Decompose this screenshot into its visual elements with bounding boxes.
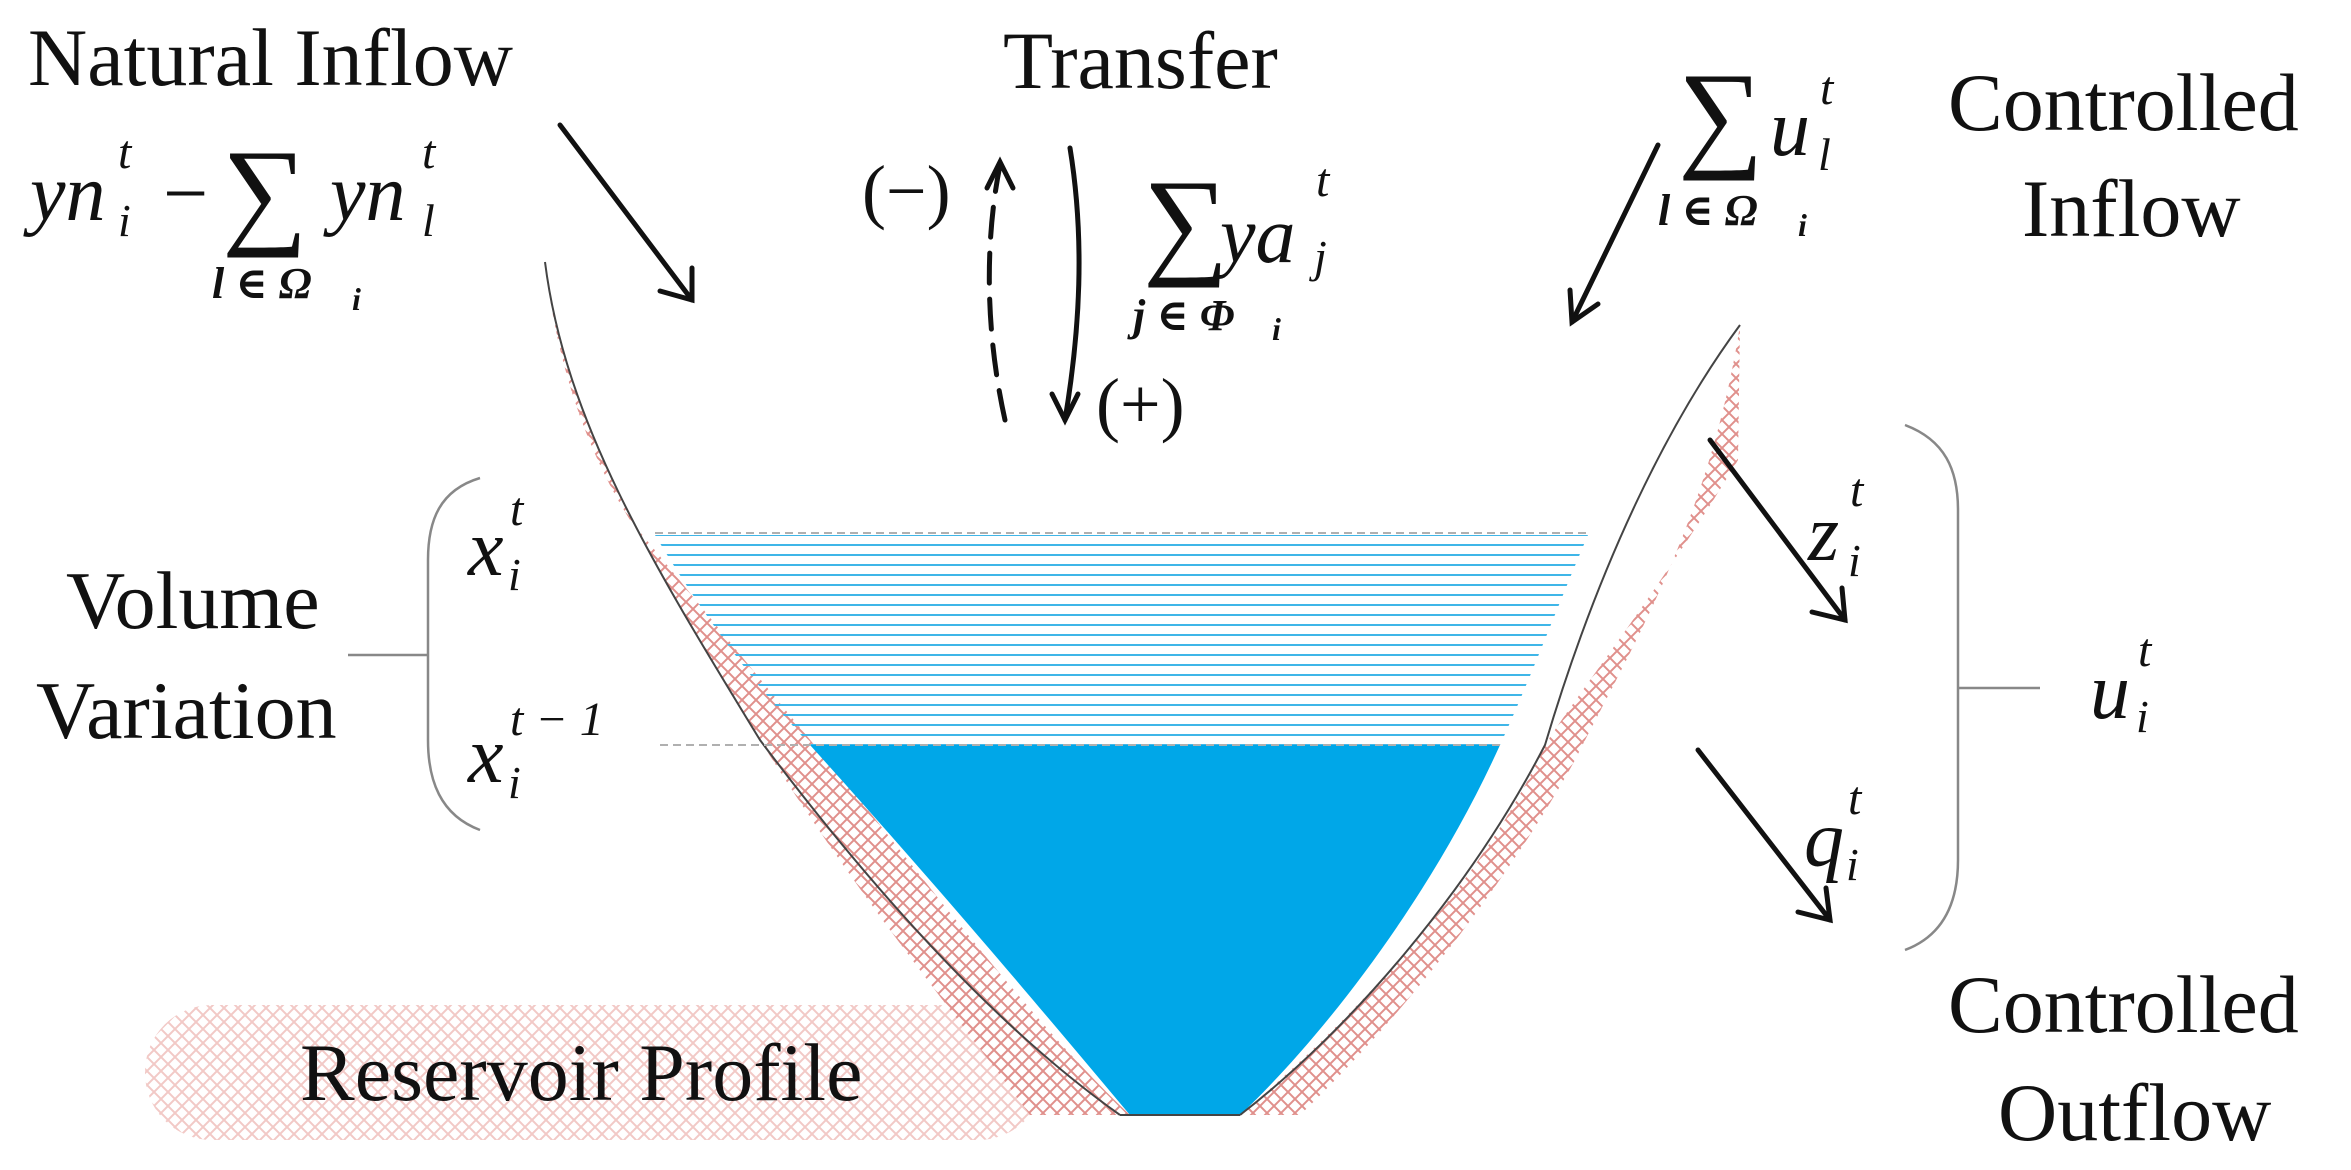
- turbine-arrow: [1695, 747, 1833, 924]
- tr-index: j ∈ Φ: [1127, 291, 1235, 340]
- u-var: u: [2090, 648, 2130, 736]
- controlled-outflow-label-1: Controlled: [1948, 959, 2299, 1050]
- xt1-sup: t − 1: [510, 693, 604, 746]
- natural-inflow-label: Natural Inflow: [28, 12, 513, 103]
- xt-sup: t: [510, 483, 525, 536]
- z-sub: i: [1848, 535, 1861, 586]
- nat-sum: ∑: [222, 125, 308, 258]
- tr-sup: t: [1316, 154, 1331, 207]
- plus-sign-label: (+): [1096, 364, 1185, 444]
- natural-inflow-formula: yn t i − ∑ yn t l l ∈ Ω i: [23, 125, 437, 317]
- q-sup: t: [1848, 772, 1863, 825]
- variation-label: Variation: [36, 665, 337, 756]
- transfer-formula: ∑ ya t j j ∈ Φ i: [1127, 154, 1331, 347]
- right-profile-line: [1239, 324, 1741, 1116]
- controlled-outflow-label-2: Outflow: [1998, 1067, 2271, 1158]
- nat-yn-b: yn: [323, 150, 406, 238]
- water-volume-variation: [655, 535, 1588, 745]
- nat-yn-a: yn: [23, 150, 106, 238]
- ci-var: u: [1770, 85, 1810, 173]
- controlled-inflow-formula: ∑ u t l l ∈ Ω i: [1658, 48, 1835, 243]
- spill-arrow: [1707, 437, 1848, 624]
- transfer-minus-arrow: [984, 156, 1016, 423]
- ci-index: l ∈ Ω: [1658, 186, 1758, 235]
- tr-sum: ∑: [1143, 155, 1229, 288]
- q-formula: q t i: [1804, 772, 1863, 890]
- nat-index: l ∈ Ω: [212, 259, 312, 308]
- u-sup: t: [2138, 624, 2153, 677]
- nat-yn-b-sup: t: [422, 126, 437, 179]
- ci-sum: ∑: [1678, 48, 1764, 181]
- nat-minus: −: [158, 150, 212, 238]
- nat-yn-b-sub: l: [422, 195, 435, 246]
- tr-sub: j: [1309, 231, 1327, 282]
- q-var: q: [1804, 796, 1844, 884]
- q-sub: i: [1846, 839, 1859, 890]
- controlled-inflow-arrow: [1567, 142, 1661, 327]
- controlled-inflow-label-2: Inflow: [2022, 163, 2241, 254]
- volume-bracket: [426, 476, 481, 832]
- ci-index-sub: i: [1798, 207, 1807, 243]
- outflow-bracket: [1904, 423, 1960, 952]
- xt-var: x: [467, 505, 504, 593]
- tr-index-sub: i: [1272, 311, 1281, 347]
- volume-label: Volume: [66, 555, 320, 646]
- transfer-label: Transfer: [1003, 15, 1278, 106]
- u-sub: i: [2136, 691, 2149, 742]
- ci-sup: t: [1820, 62, 1835, 115]
- u-formula: u t i: [2090, 624, 2153, 742]
- left-profile-line: [544, 261, 1121, 1116]
- reservoir-profile-label: Reservoir Profile: [300, 1027, 862, 1118]
- reservoir-profile-badge: [145, 1005, 1045, 1140]
- minus-sign-label: (−): [862, 151, 951, 231]
- nat-yn-a-sub: i: [118, 195, 131, 246]
- z-sup: t: [1850, 464, 1865, 517]
- transfer-plus-arrow: [1049, 145, 1082, 426]
- z-formula: z t i: [1807, 464, 1865, 586]
- natural-inflow-arrow: [557, 122, 695, 304]
- controlled-inflow-label-1: Controlled: [1948, 57, 2299, 148]
- water-volume-previous: [810, 745, 1500, 1115]
- x-t-minus-1-formula: x t − 1 i: [467, 693, 604, 808]
- xt-sub: i: [508, 549, 521, 600]
- x-t-formula: x t i: [467, 483, 525, 600]
- nat-index-sub: i: [352, 281, 361, 317]
- tr-var: ya: [1213, 192, 1296, 280]
- nat-yn-a-sup: t: [118, 126, 133, 179]
- ci-sub: l: [1818, 129, 1831, 180]
- xt1-sub: i: [508, 757, 521, 808]
- z-var: z: [1807, 490, 1839, 578]
- xt1-var: x: [467, 712, 504, 800]
